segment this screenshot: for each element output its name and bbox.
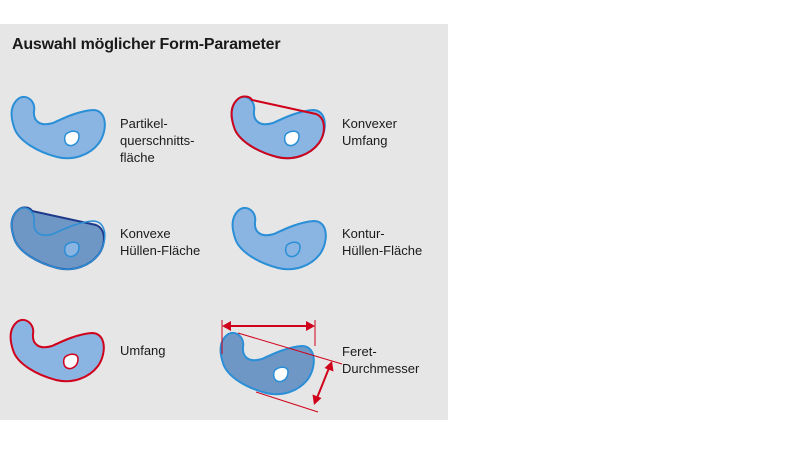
diagram-title: Auswahl möglicher Form-Parameter: [12, 36, 281, 53]
label-line: Konvexer: [342, 116, 397, 131]
label-line: querschnitts-: [120, 133, 195, 148]
label-line: Umfang: [120, 343, 166, 358]
particle-area-shape: [10, 95, 106, 160]
perimeter-shape: [9, 318, 105, 383]
contour-hull-area-shape: [231, 206, 327, 271]
label-line: Konvexe: [120, 226, 171, 241]
label-perimeter: Umfang: [120, 342, 166, 359]
diagram-panel: Auswahl möglicher Form-Parameter: [0, 24, 448, 420]
label-line: Partikel-: [120, 116, 168, 131]
label-feret-diameter: Feret- Durchmesser: [342, 343, 419, 377]
shapes-canvas: [9, 95, 343, 413]
label-line: fläche: [120, 150, 155, 165]
label-line: Kontur-: [342, 226, 385, 241]
feret-diameter-shape: [219, 320, 343, 413]
label-particle-area: Partikel- querschnitts- fläche: [120, 115, 194, 166]
label-line: Feret-: [342, 344, 377, 359]
convex-perimeter-shape: [230, 95, 326, 160]
convex-hull-area-shape: [10, 206, 106, 271]
label-line: Hüllen-Fläche: [342, 243, 423, 258]
label-line: Durchmesser: [342, 361, 420, 376]
label-convex-perimeter: Konvexer Umfang: [342, 115, 397, 149]
label-line: Umfang: [342, 133, 388, 148]
label-contour-hull-area: Kontur- Hüllen-Fläche: [342, 225, 422, 259]
label-line: Hüllen-Fläche: [120, 243, 201, 258]
label-convex-hull-area: Konvexe Hüllen-Fläche: [120, 225, 200, 259]
